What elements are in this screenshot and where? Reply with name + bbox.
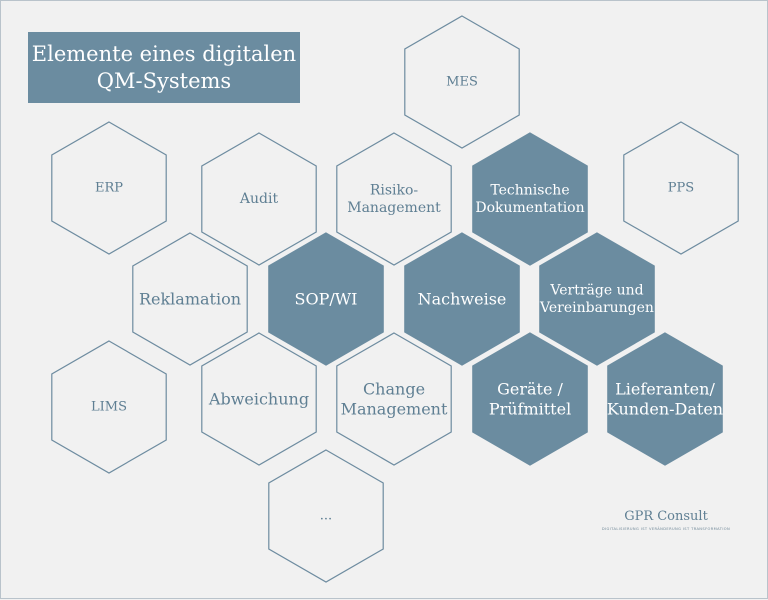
hexagon-label-risiko-management: Management: [347, 200, 441, 216]
hexagon-label-geraete-pruefmittel: Geräte /: [497, 380, 563, 399]
hexagon-geraete-pruefmittel: [472, 332, 588, 466]
hexagon-label-lieferanten-kunden-daten: Lieferanten/: [615, 380, 715, 399]
hexagon-label-technische-dokumentation: Technische: [490, 182, 569, 198]
hexagon-label-sop-wi: SOP/WI: [295, 290, 358, 309]
brand-name: GPR Consult: [624, 509, 708, 524]
hexagon-reklamation: [132, 232, 248, 366]
hexagon-sop-wi: [268, 232, 384, 366]
hexagon-label-lieferanten-kunden-daten: Kunden-Daten: [607, 400, 723, 419]
hexagon-erp: [51, 121, 167, 255]
hexagon-label-pps: PPS: [668, 181, 694, 196]
brand-tagline: DIGITALISIERUNG IST VERÄNDERUNG IST TRAN…: [601, 527, 731, 531]
hexagon-label-audit: Audit: [239, 191, 279, 207]
hexagon-label-abweichung: Abweichung: [208, 390, 309, 409]
hexagon-audit: [201, 132, 317, 266]
title-line-1: Elemente eines digitalen: [31, 41, 297, 66]
hexagon-label-erp: ERP: [95, 181, 123, 196]
hexagon-lieferanten-kunden-daten: [607, 332, 723, 466]
title-box: Elemente eines digitalen QM-Systems: [28, 32, 300, 103]
hexagon-label-lims: LIMS: [91, 400, 127, 415]
hexagon-label-geraete-pruefmittel: Prüfmittel: [489, 400, 571, 419]
brand-logo: GPR Consult DIGITALISIERUNG IST VERÄNDER…: [601, 509, 731, 531]
hexagon-risiko-management: [336, 132, 452, 266]
hexagon-abweichung: [201, 332, 317, 466]
hexagon-label-more: ...: [320, 509, 332, 524]
hexagon-pps: [623, 121, 739, 255]
hexagon-label-technische-dokumentation: Dokumentation: [475, 200, 584, 216]
hexagon-change-management: [336, 332, 452, 466]
hexagon-label-change-management: Management: [341, 400, 448, 419]
title-line-2: QM-Systems: [96, 68, 232, 93]
hexagon-vertraege: [539, 232, 655, 366]
hexagon-label-risiko-management: Risiko-: [370, 182, 419, 198]
hexagon-label-vertraege: Verträge und: [549, 282, 643, 298]
hexagon-nachweise: [404, 232, 520, 366]
hexagon-lims: [51, 340, 167, 474]
hexagon-label-mes: MES: [446, 75, 478, 90]
hexagon-label-vertraege: Vereinbarungen: [539, 300, 654, 316]
hexagon-label-change-management: Change: [363, 380, 425, 399]
hexagon-more: [268, 449, 384, 583]
hexagon-technische-dokumentation: [472, 132, 588, 266]
hexagon-label-nachweise: Nachweise: [418, 290, 507, 309]
hexagon-label-reklamation: Reklamation: [139, 290, 241, 309]
hexagon-mes: [404, 15, 520, 149]
